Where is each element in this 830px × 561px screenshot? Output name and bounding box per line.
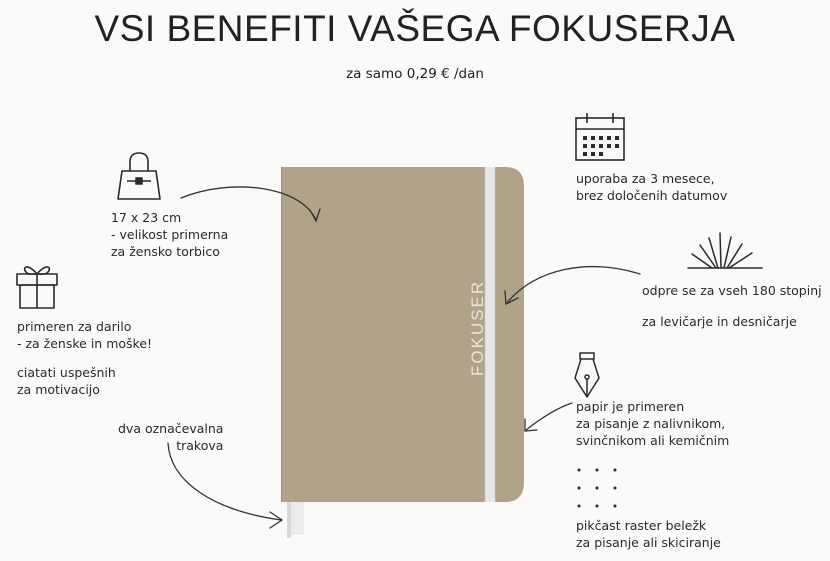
- arrow-flat: [506, 265, 641, 304]
- ribbons-feature-text: dva označevalna trakova: [118, 420, 223, 454]
- flat-line: odpre se za vseh 180 stopinj: [642, 283, 822, 298]
- arrow-size-head: [309, 208, 321, 223]
- paper-feature-text: papir je primeren za pisanje z nalivniko…: [576, 398, 729, 449]
- calendar-icon: [575, 113, 625, 161]
- arrow-paper: [525, 402, 573, 431]
- page-title: VSI BENEFITI VAŠEGA FOKUSERJA: [94, 8, 736, 49]
- flat-feature-text: odpre se za vseh 180 stopinj: [642, 282, 822, 299]
- elastic-band: [485, 167, 495, 502]
- gift-line: primeren za darilo: [17, 319, 132, 334]
- arrow-ribbons-head: [269, 511, 284, 529]
- hands-feature-text: za levičarje in desničarje: [642, 313, 797, 330]
- gift-box-icon: [16, 266, 58, 309]
- paper-line: za pisanje z nalivnikom,: [576, 416, 726, 431]
- calendar-icon: [583, 136, 619, 156]
- undated-feature-text: uporaba za 3 mesece, brez določenih datu…: [576, 170, 727, 204]
- brand-logo: FOKUSER: [468, 280, 487, 376]
- paper-line: papir je primeren: [576, 399, 685, 414]
- gift-line: - za ženske in moške!: [17, 336, 153, 351]
- open-book-icon: [687, 232, 763, 269]
- size-line: 17 x 23 cm: [111, 210, 182, 225]
- size-line: - velikost primerna: [111, 227, 229, 242]
- gift-feature-text: primeren za darilo - za ženske in moške!: [17, 318, 152, 352]
- quotes-feature-text: ciatati uspešnih za motivacijo: [17, 364, 116, 398]
- arrow-ribbons: [167, 442, 282, 521]
- arrow-size: [180, 186, 317, 221]
- dot-grid-icon: [577, 468, 617, 508]
- arrow-flat-head: [504, 290, 519, 306]
- quotes-line: za motivacijo: [17, 382, 100, 397]
- ribbons-line: dva označevalna: [118, 421, 224, 436]
- ribbon-bookmark: [287, 498, 291, 538]
- undated-line: uporaba za 3 mesece,: [576, 171, 715, 186]
- notebook-cover: [281, 167, 524, 502]
- arrow-paper-head: [524, 418, 538, 432]
- quotes-line: ciatati uspešnih: [17, 365, 116, 380]
- size-feature-text: 17 x 23 cm - velikost primerna za žensko…: [111, 209, 228, 260]
- ribbons-line: trakova: [176, 438, 224, 453]
- arrow-lines: [167, 186, 641, 529]
- grid-line: pikčast raster beležk: [576, 518, 707, 533]
- price-subtitle: za samo 0,29 € /dan: [346, 66, 484, 82]
- grid-line: za pisanje ali skiciranje: [576, 535, 721, 550]
- hands-line: za levičarje in desničarje: [642, 314, 797, 329]
- handbag-icon: [117, 152, 161, 200]
- ribbon-bookmark: [291, 497, 304, 535]
- grid-feature-text: pikčast raster beležk za pisanje ali ski…: [576, 517, 721, 551]
- undated-line: brez določenih datumov: [576, 188, 728, 203]
- size-line: za žensko torbico: [111, 244, 220, 259]
- fountain-pen-nib-icon: [574, 352, 600, 398]
- paper-line: svinčnikom ali kemičnim: [576, 433, 730, 448]
